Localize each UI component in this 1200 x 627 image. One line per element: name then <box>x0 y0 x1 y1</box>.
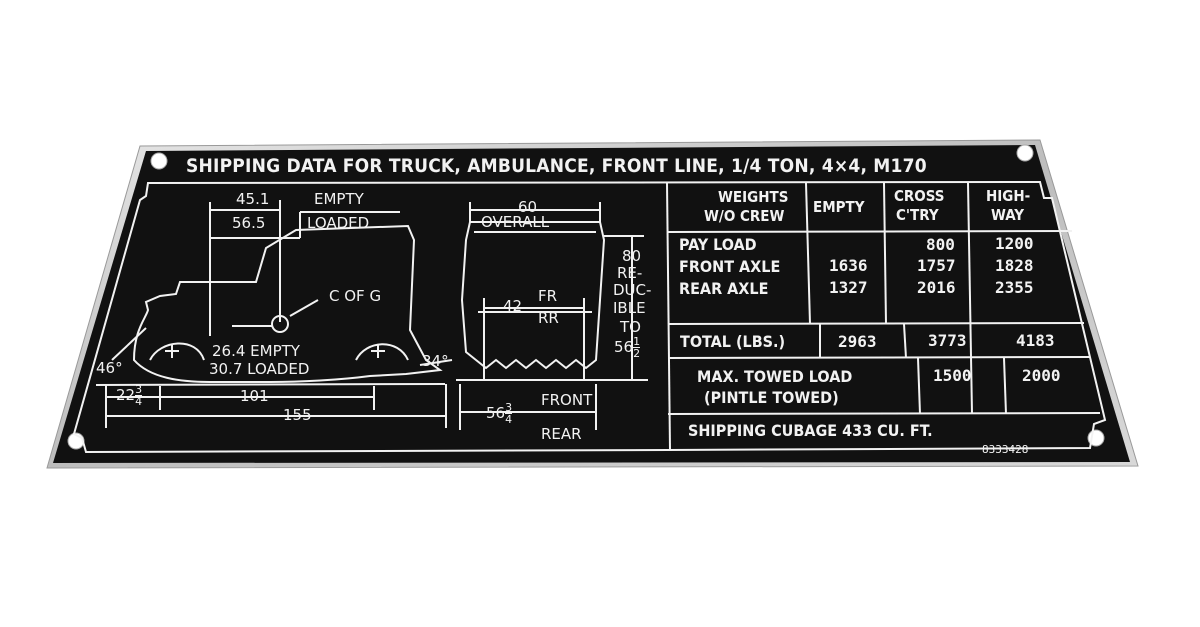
wheelbase-value: 101 <box>240 387 269 405</box>
tread-fr: FR <box>538 287 558 305</box>
row-label-front-axle: FRONT AXLE <box>679 257 781 276</box>
shipping-cubage: SHIPPING CUBAGE 433 CU. FT. <box>688 421 933 440</box>
rear-wheel-center <box>371 344 385 358</box>
cg-loaded-label: LOADED <box>307 214 370 232</box>
cg-loaded-value: 56.5 <box>232 214 266 232</box>
height-reduced-num: 1 <box>633 335 641 348</box>
row-high-payload: 1200 <box>995 234 1034 253</box>
table-col-towed-high <box>1003 357 1007 415</box>
height-reduced-den: 2 <box>633 347 641 360</box>
divider-vertical <box>666 182 671 451</box>
table-line-towed-bottom <box>667 412 1101 415</box>
row-cross-rear-axle: 2016 <box>917 278 956 297</box>
approach-angle-line <box>111 327 147 361</box>
mounting-hole-top-right <box>1016 144 1034 162</box>
row-label-rear-axle: REAR AXLE <box>679 279 769 298</box>
row-empty-rear-axle: 1327 <box>829 278 868 297</box>
ground-line <box>95 383 446 386</box>
towed-line-2: (PINTLE TOWED) <box>704 388 839 407</box>
height-reduced-whole: 56 <box>614 338 634 356</box>
towed-line-1: MAX. TOWED LOAD <box>697 367 853 386</box>
row-high-front-axle: 1828 <box>995 256 1034 275</box>
cg-empty-label: EMPTY <box>314 190 364 208</box>
cg-leader <box>289 299 319 317</box>
table-col-high <box>967 182 973 415</box>
overall-width-label: OVERALL <box>481 213 550 231</box>
front-view-drawing <box>456 202 648 430</box>
track-front: FRONT <box>541 391 593 409</box>
track-whole: 56 <box>486 404 506 422</box>
cg-height-loaded: 30.7 LOADED <box>209 360 310 378</box>
inner-border <box>72 180 1107 454</box>
cg-empty-value: 45.1 <box>236 190 270 208</box>
row-label-payload: PAY LOAD <box>679 235 757 254</box>
track-den: 4 <box>505 413 513 426</box>
cg-height-empty: 26.4 EMPTY <box>212 342 300 360</box>
overall-length-value: 155 <box>283 406 312 424</box>
vehicle-side-outline <box>132 224 443 383</box>
front-wheel-arch <box>149 342 205 361</box>
table-col-towed <box>917 357 921 415</box>
overall-width-value: 60 <box>518 198 538 216</box>
header-wo-crew: W/O CREW <box>704 207 785 225</box>
table-line-header <box>667 230 1073 233</box>
plate-title: SHIPPING DATA FOR TRUCK, AMBULANCE, FRON… <box>186 155 927 177</box>
track-rear: REAR <box>541 425 582 443</box>
towed-cross: 1500 <box>933 366 972 385</box>
towed-high: 2000 <box>1022 366 1061 385</box>
part-number: 8333428 <box>982 443 1029 456</box>
track-num: 3 <box>505 401 513 414</box>
total-empty: 2963 <box>838 332 877 351</box>
table-col-empty <box>805 182 811 325</box>
header-highway-2: WAY <box>991 206 1024 224</box>
total-high: 4183 <box>1016 331 1055 350</box>
table-col-total-empty <box>903 323 907 359</box>
approach-angle: 46° <box>96 359 123 377</box>
departure-angle-line <box>419 359 453 366</box>
table-col-cross <box>883 182 887 325</box>
departure-angle: 34° <box>422 352 449 370</box>
header-cross-2: C'TRY <box>896 206 939 224</box>
front-wheel-center <box>165 344 179 358</box>
total-cross: 3773 <box>928 331 967 350</box>
header-weights: WEIGHTS <box>718 188 789 206</box>
row-empty-front-axle: 1636 <box>829 256 868 275</box>
cg-marker <box>271 315 289 333</box>
row-cross-payload: 800 <box>926 235 955 254</box>
header-empty: EMPTY <box>813 198 865 216</box>
tread-value: 42 <box>503 297 523 315</box>
cg-label: C OF G <box>329 287 382 305</box>
height-line-4: TO <box>620 318 641 336</box>
table-line-total-bottom <box>667 356 1091 359</box>
header-cross-1: CROSS <box>894 187 945 205</box>
height-line-3: IBLE <box>613 299 646 317</box>
height-line-1: RE- <box>617 264 643 282</box>
height-line-2: DUC- <box>613 281 652 299</box>
front-view-windshield <box>474 231 596 313</box>
front-overhang-den: 4 <box>135 395 143 408</box>
header-highway-1: HIGH- <box>986 187 1031 205</box>
rear-wheel-arch <box>355 343 409 361</box>
row-cross-front-axle: 1757 <box>917 256 956 275</box>
height-line-0: 80 <box>622 247 642 265</box>
mounting-hole-top-left <box>150 152 168 170</box>
side-view-drawing <box>95 200 453 428</box>
table-line-total-top <box>667 322 1085 325</box>
total-label: TOTAL (LBS.) <box>680 332 786 351</box>
front-overhang-whole: 22 <box>116 386 136 404</box>
front-overhang-num: 3 <box>135 383 143 396</box>
row-high-rear-axle: 2355 <box>995 278 1034 297</box>
tread-rr: RR <box>538 309 559 327</box>
vehicle-front-outline <box>460 221 606 370</box>
